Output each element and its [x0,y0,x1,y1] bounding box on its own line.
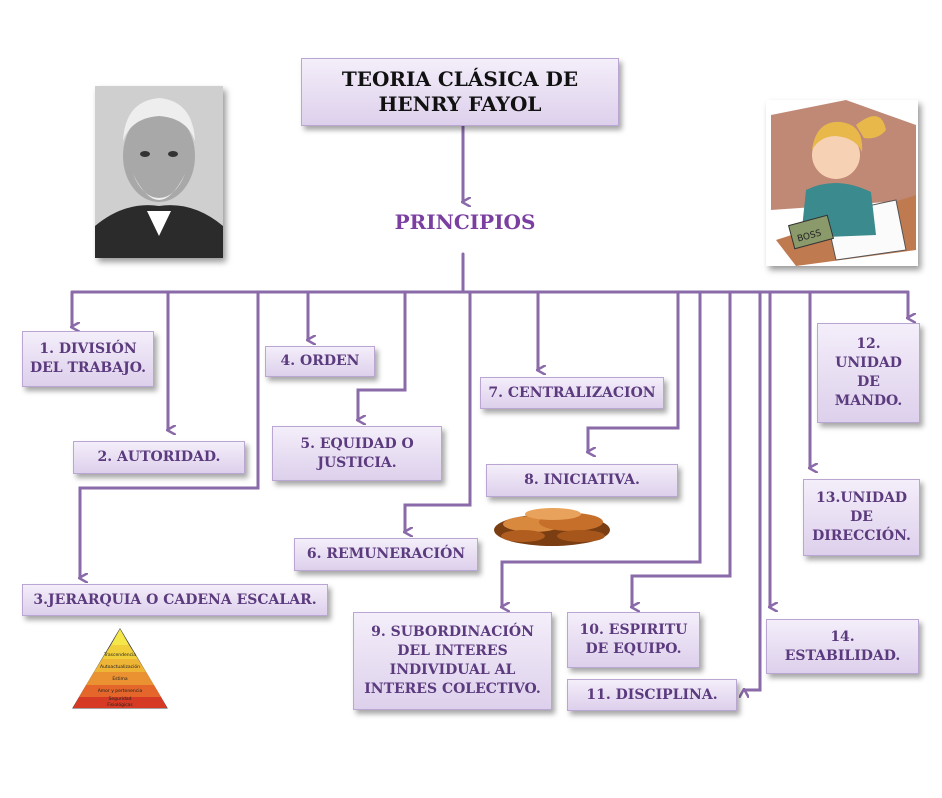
principle-2-label: 2. AUTORIDAD. [97,449,221,466]
principle-7-box: 7. CENTRALIZACION [480,377,664,409]
principle-9-label: 9. SUBORDINACIÓN DEL INTERES INDIVIDUAL … [364,624,541,697]
arrow-to-p5 [358,290,407,420]
principle-7-label: 7. CENTRALIZACION [488,384,656,401]
arrow-to-p8 [588,290,680,452]
principle-13-label: 13.UNIDAD DE DIRECCIÓN. [812,490,911,544]
principle-14-label: 14. ESTABILIDAD. [784,628,901,664]
pyramid-level-6: Fisiológicas [107,701,133,708]
coins-illustration [493,500,611,548]
diagram-title-text: TEORIA CLÁSICA DE HENRY FAYOL [341,67,579,116]
principle-1-label: 1. DIVISIÓN DEL TRABAJO. [29,341,146,376]
principle-8-box: 8. INICIATIVA. [486,464,678,497]
portrait-photo [95,86,223,258]
principle-5-box: 5. EQUIDAD O JUSTICIA. [272,426,442,481]
principios-heading: PRINCIPIOS [394,210,536,234]
maslow-pyramid-image: Trascendencia Autoactualización Estima A… [72,628,168,710]
principle-4-box: 4. ORDEN [265,346,375,377]
principle-8-label: 8. INICIATIVA. [524,472,640,489]
pyramid-level-4: Amor y pertenencia [98,688,143,694]
principle-6-box: 6. REMUNERACIÓN [294,538,478,571]
portrait-illustration [95,86,223,258]
principle-1-box: 1. DIVISIÓN DEL TRABAJO. [22,331,154,387]
principle-11-label: 11. DISCIPLINA. [586,686,718,703]
principle-13-box: 13.UNIDAD DE DIRECCIÓN. [803,479,920,556]
arrow-to-p9 [502,290,702,607]
arrow-to-p11 [744,290,762,690]
principle-5-label: 5. EQUIDAD O JUSTICIA. [300,435,414,471]
principle-3-box: 3.JERARQUIA O CADENA ESCALAR. [22,584,328,616]
principle-2-box: 2. AUTORIDAD. [73,441,245,474]
pyramid-illustration: Trascendencia Autoactualización Estima A… [72,628,168,709]
principle-10-label: 10. ESPIRITU DE EQUIPO. [579,622,688,657]
diagram-title: TEORIA CLÁSICA DE HENRY FAYOL [301,58,619,126]
principle-12-box: 12. UNIDAD DE MANDO. [817,323,920,423]
pyramid-level-5: Seguridad [109,696,132,702]
cartoon-boss-image: BOSS [766,100,918,266]
principle-10-box: 10. ESPIRITU DE EQUIPO. [567,612,700,668]
arrow-to-p10 [632,290,732,607]
principle-3-label: 3.JERARQUIA O CADENA ESCALAR. [33,591,317,608]
principle-14-box: 14. ESTABILIDAD. [766,619,919,674]
pyramid-level-1: Trascendencia [103,652,136,658]
cartoon-illustration: BOSS [766,100,918,266]
arrow-to-p3 [80,290,260,578]
coins-image [493,500,611,548]
pyramid-level-3: Estima [112,676,128,682]
principle-4-label: 4. ORDEN [280,353,360,370]
principle-9-box: 9. SUBORDINACIÓN DEL INTERES INDIVIDUAL … [353,612,552,710]
pyramid-level-2: Autoactualización [100,663,140,670]
principle-11-box: 11. DISCIPLINA. [567,679,737,711]
arrow-to-p6 [405,290,472,532]
principle-12-label: 12. UNIDAD DE MANDO. [834,336,903,409]
principle-6-label: 6. REMUNERACIÓN [306,546,466,563]
